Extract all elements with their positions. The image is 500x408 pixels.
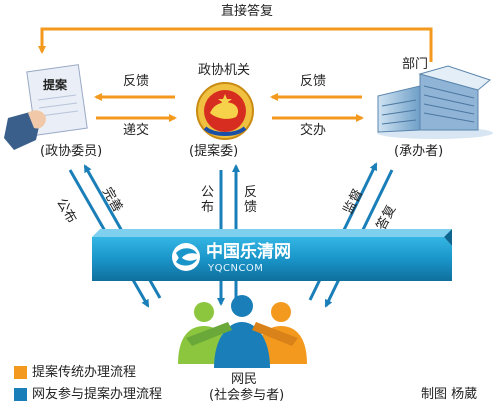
banner-domain-text: YQCNCOM bbox=[208, 263, 264, 274]
people-group-icon bbox=[178, 295, 307, 368]
cppcc-caption: (提案委) bbox=[189, 144, 239, 159]
cppcc-emblem-icon bbox=[196, 82, 254, 140]
mid-publish-label: 公布 bbox=[201, 185, 215, 215]
left-feedback-label: 反馈 bbox=[123, 74, 150, 89]
netizens-caption: (社会参与者) bbox=[209, 388, 285, 403]
legend-label-blue: 网友参与提案办理流程 bbox=[32, 387, 163, 402]
brand-logo-icon bbox=[172, 243, 200, 271]
banner-brand-text: 中国乐清网 bbox=[206, 242, 291, 262]
credit-text: 制图 杨葳 bbox=[421, 387, 478, 402]
right-assign-label: 交办 bbox=[300, 123, 327, 138]
department-caption: (承办者) bbox=[394, 144, 444, 159]
proposal-doc-label: 提案 bbox=[43, 78, 68, 92]
direct-reply-arrow bbox=[38, 27, 433, 62]
department-title: 部门 bbox=[402, 57, 429, 72]
building-icon bbox=[377, 65, 493, 139]
legend-swatch-orange bbox=[14, 366, 27, 379]
proposer-caption: (政协委员) bbox=[40, 144, 103, 159]
cppcc-title: 政协机关 bbox=[198, 63, 251, 78]
netizens-title: 网民 bbox=[231, 372, 258, 387]
mid-feedback-label: 反馈 bbox=[244, 185, 258, 215]
legend-label-orange: 提案传统办理流程 bbox=[32, 365, 137, 380]
left-submit-label: 递交 bbox=[123, 123, 150, 138]
legend-swatch-blue bbox=[14, 388, 27, 401]
right-feedback-label: 反馈 bbox=[300, 74, 327, 89]
hand-icon bbox=[4, 110, 46, 150]
direct-reply-label: 直接答复 bbox=[221, 4, 274, 19]
